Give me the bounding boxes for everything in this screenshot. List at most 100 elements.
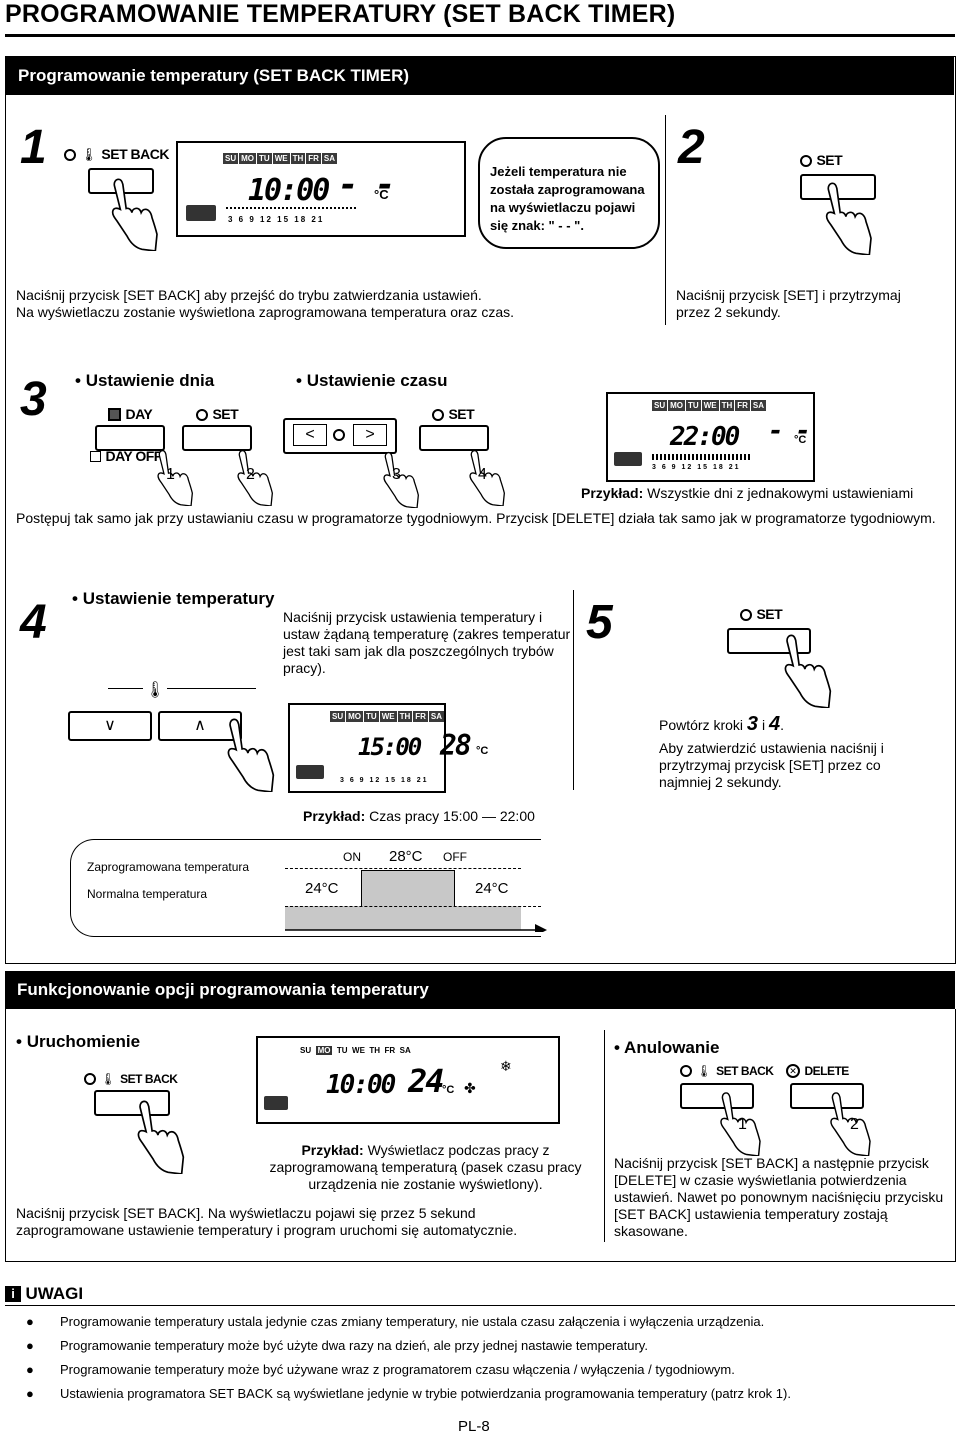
clock-icon [800, 154, 812, 167]
time-down-button[interactable]: < [293, 424, 327, 446]
notes-heading: i UWAGI [5, 1284, 83, 1304]
clock-icon [740, 608, 752, 621]
time-adjust-button-group: < > [283, 418, 397, 454]
lcd-display-step3: SU MO TU WE TH FR SA 22:00 - - °C 3 6 9 … [606, 392, 815, 482]
lcd-time: 10:00 [248, 173, 330, 208]
lcd-ticks: 3 6 9 12 15 18 21 [228, 215, 325, 224]
section2-frame [5, 1009, 956, 1262]
set-button[interactable] [419, 425, 489, 451]
note-text: Programowanie temperatury ustala jedynie… [60, 1314, 765, 1329]
notes-heading-text: UWAGI [25, 1284, 84, 1303]
notes-list: ●Programowanie temperatury ustala jedyni… [22, 1314, 942, 1410]
timer-mode-icon [264, 1096, 288, 1110]
lcd-day-row: SU MO TU WE TH FR SA [223, 153, 338, 164]
step1-description: Naciśnij przycisk [SET BACK] aby przejść… [16, 287, 656, 321]
lcd-day: FR [413, 711, 428, 722]
lcd-display-start: SU MO TU WE TH FR SA 10:00 24 °C ✤ ❄ [256, 1036, 560, 1124]
delete-button[interactable] [790, 1083, 864, 1109]
pressing-finger-icon [102, 176, 162, 251]
thermometer-icon: 🌡 [100, 1072, 116, 1086]
pressing-finger-icon [822, 1090, 874, 1156]
time-setting-heading: • Ustawienie czasu [296, 371, 448, 390]
bracket-line [108, 688, 256, 689]
lcd-day-row: SU MO TU WE TH FR SA [330, 711, 445, 722]
checkbox-icon [90, 451, 101, 463]
step3-example: Przykład: Wszystkie dni z jednakowymi us… [581, 485, 913, 502]
set-back-label: SET BACK [101, 146, 169, 162]
step2-text-line1: Naciśnij przycisk [SET] i przytrzymaj [676, 287, 901, 303]
notes-rule [5, 1305, 955, 1306]
lcd-day: FR [735, 400, 750, 411]
lcd-day: TH [719, 400, 735, 411]
timer-mode-icon [296, 765, 324, 779]
clock-icon [84, 1072, 96, 1085]
day-setting-heading: • Ustawienie dnia [75, 371, 215, 390]
example-label: Przykład: [301, 1142, 364, 1158]
example-text: Wszystkie dni z jednakowymi ustawieniami [647, 485, 914, 501]
thermometer-icon: 🌡 [696, 1064, 712, 1078]
callout-bubble: Jeżeli temperatura nie została zaprogram… [478, 137, 660, 249]
lcd-day: SA [750, 400, 767, 411]
note-text: Programowanie temperatury może być używa… [60, 1362, 735, 1377]
temperature-down-button[interactable]: ∨ [68, 711, 152, 741]
temperature-up-button[interactable]: ∧ [158, 711, 242, 741]
lcd-day: MO [315, 1046, 333, 1055]
time-up-button[interactable]: > [353, 424, 387, 446]
section-header: Funkcjonowanie opcji programowania tempe… [5, 971, 955, 1009]
set-button-label: SET [740, 606, 783, 624]
lcd-day: TH [397, 711, 413, 722]
lcd-display-step1: SU MO TU WE TH FR SA 10:00 - - °C 3 6 9 … [176, 141, 466, 237]
day-button-label: DAY [108, 406, 153, 424]
legend-normal: Normalna temperatura [87, 887, 208, 901]
lcd-display-step4: SU MO TU WE TH FR SA 15:00 28 °C 3 6 9 1… [288, 703, 488, 793]
time-axis-arrow [285, 924, 547, 932]
thermometer-icon: 🌡 [143, 680, 168, 700]
step3-description: Postępuj tak samo jak przy ustawianiu cz… [16, 510, 936, 526]
thermometer-icon: 🌡 [80, 147, 97, 162]
lcd-temperature: 24 [408, 1062, 445, 1100]
lcd-day: TU [686, 400, 701, 411]
set-label: SET [212, 406, 239, 422]
repeat-suffix: . [780, 717, 784, 733]
programmed-temperature: 28°C [389, 848, 423, 865]
note-item: ●Ustawienia programatora SET BACK są wyś… [26, 1386, 791, 1401]
start-example: Przykład: Wyświetlacz podczas pracy z za… [253, 1142, 598, 1193]
lcd-day: SU [652, 400, 668, 411]
set-back-label: SET BACK [120, 1072, 178, 1086]
set-back-button[interactable] [94, 1090, 170, 1116]
finger-number: 4 [478, 466, 487, 483]
note-text: Ustawienia programatora SET BACK są wyśw… [60, 1386, 791, 1401]
lcd-day: SA [321, 153, 338, 164]
note-text: Programowanie temperatury może być użyte… [60, 1338, 648, 1353]
page-title: PROGRAMOWANIE TEMPERATURY (SET BACK TIME… [5, 0, 676, 28]
callout-text: Jeżeli temperatura nie została zaprogram… [490, 164, 645, 233]
lcd-day: FR [306, 153, 321, 164]
pressing-finger-icon [128, 1098, 188, 1174]
day-label: DAY [125, 406, 153, 422]
set-button[interactable] [182, 425, 252, 451]
step-number-5: 5 [586, 596, 613, 649]
cancel-heading: • Anulowanie [614, 1038, 720, 1057]
step2-description: Naciśnij przycisk [SET] i przytrzymaj pr… [676, 287, 946, 321]
lcd-day: WE [701, 400, 719, 411]
note-item: ●Programowanie temperatury może być użyt… [26, 1338, 648, 1353]
set-back-button[interactable] [680, 1083, 754, 1109]
day-button[interactable] [95, 425, 165, 451]
normal-temperature-right: 24°C [475, 880, 509, 897]
divider [665, 115, 666, 325]
repeat-step-b: 4 [768, 713, 781, 735]
lcd-day: WE [379, 711, 397, 722]
set-label: SET [448, 406, 475, 422]
set-back-button-label: 🌡 SET BACK [64, 146, 169, 164]
normal-temp-line [285, 906, 541, 907]
info-icon: i [5, 1286, 21, 1302]
set-back-button-label: 🌡 SET BACK [680, 1062, 774, 1080]
step4-example: Przykład: Czas pracy 15:00 — 22:00 [303, 808, 535, 825]
section-header: Programowanie temperatury (SET BACK TIME… [6, 57, 954, 95]
step-number-3: 3 [20, 373, 47, 426]
lcd-unit: °C [374, 187, 389, 202]
lcd-day: TH [290, 153, 306, 164]
lcd-time: 10:00 [326, 1070, 396, 1100]
set-back-button-label: 🌡 SET BACK [84, 1070, 178, 1088]
delete-label: DELETE [804, 1064, 849, 1078]
